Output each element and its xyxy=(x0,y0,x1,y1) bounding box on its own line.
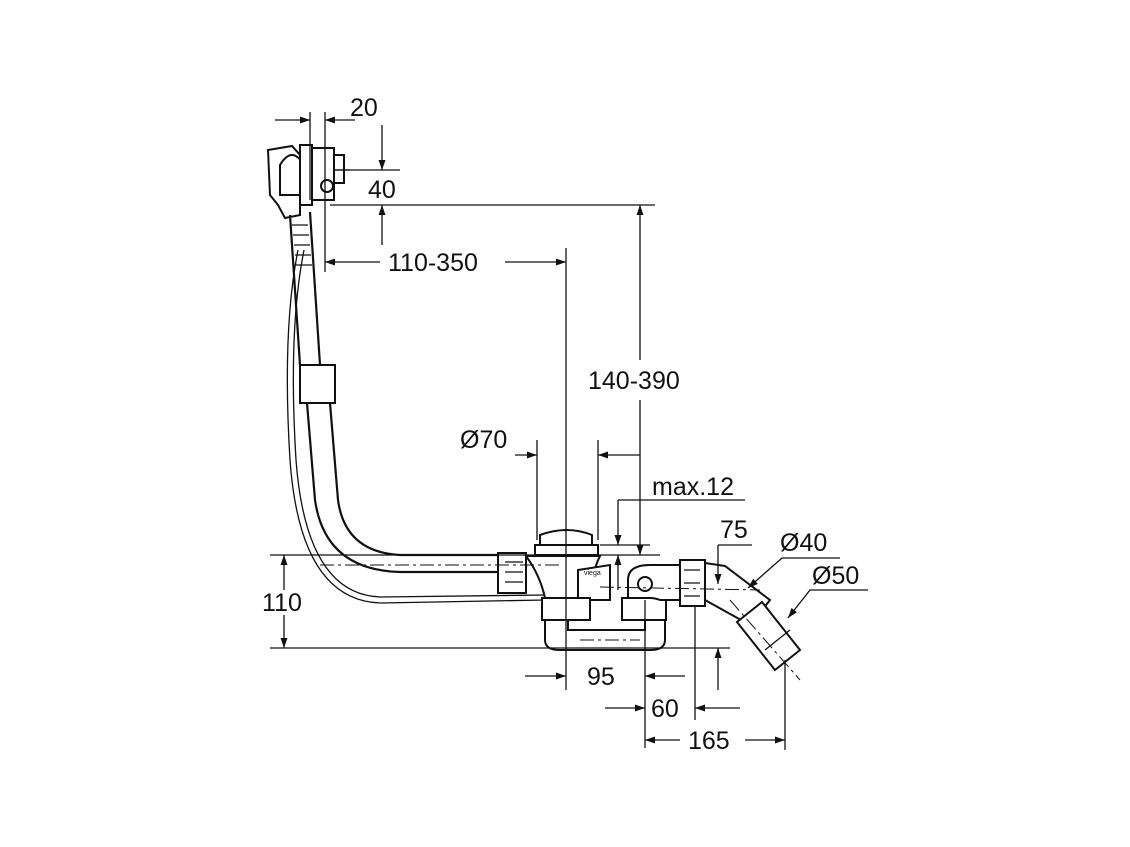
dim-165-label: 165 xyxy=(688,727,730,755)
waste-trap: viega xyxy=(497,529,802,672)
dim-60-label: 60 xyxy=(651,695,679,723)
dim-40-label: 40 xyxy=(368,176,396,204)
dim-diameter-70-label: Ø70 xyxy=(460,426,507,454)
dim-110-350-label: 110-350 xyxy=(388,249,478,277)
dim-110-label: 110 xyxy=(262,589,302,617)
dimension-lines xyxy=(270,112,868,750)
dim-140-390-label: 140-390 xyxy=(588,367,680,395)
dim-diameter-40-label: Ø40 xyxy=(780,529,827,557)
dim-95-label: 95 xyxy=(587,663,615,691)
dim-diameter-50-label: Ø50 xyxy=(812,562,859,590)
dim-max-12-label: max.12 xyxy=(652,473,734,501)
dim-75-label: 75 xyxy=(720,516,748,544)
viega-logo: viega xyxy=(584,570,601,577)
dim-20-label: 20 xyxy=(350,94,378,122)
overflow-valve xyxy=(266,144,350,220)
